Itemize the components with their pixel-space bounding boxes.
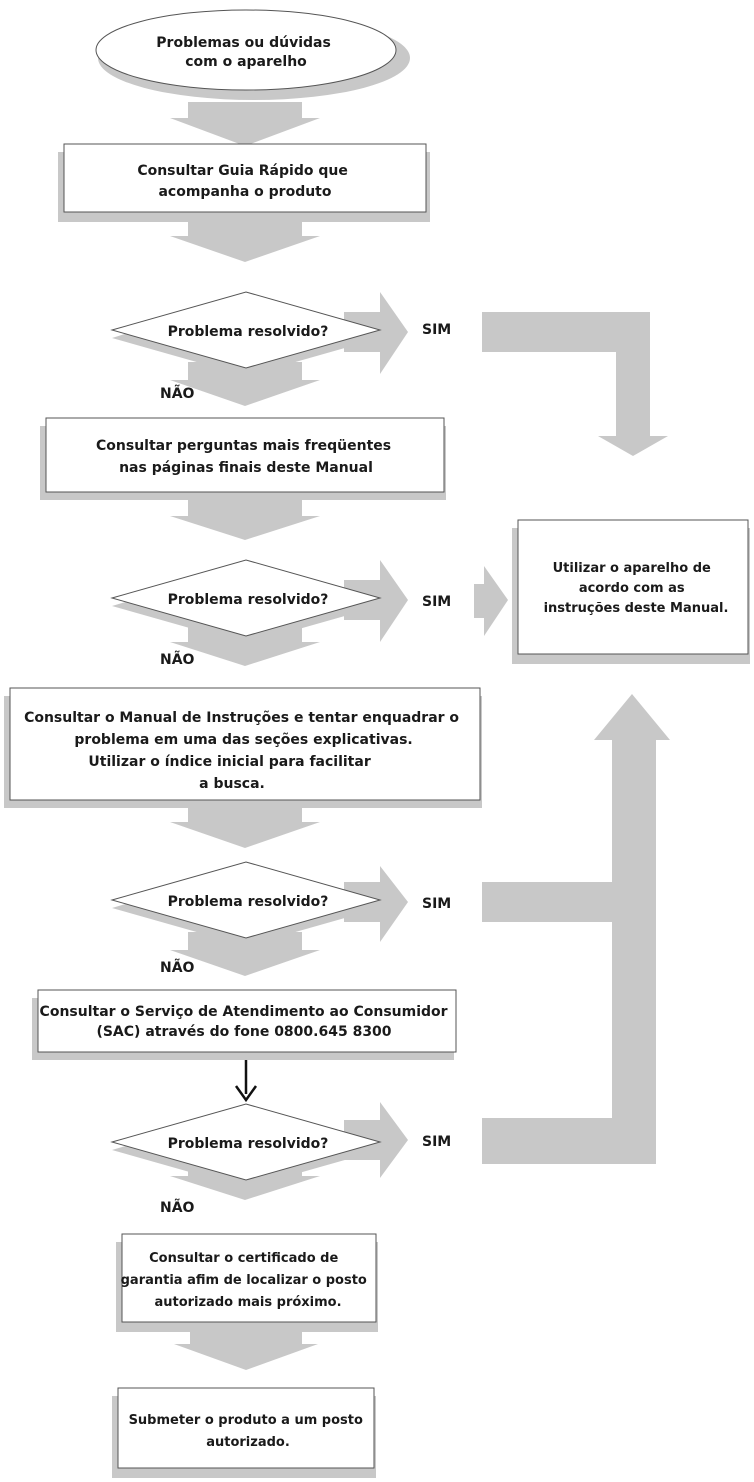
arrow-decision2-yes <box>344 560 408 642</box>
connector-yes34-to-use <box>482 694 670 1164</box>
arrow-decision1-to-faq <box>170 362 320 406</box>
faq-label: Consultar perguntas mais freqüentes nas … <box>96 438 396 476</box>
start-label: Problemas ou dúvidas com o aparelho <box>156 35 335 70</box>
faq-box <box>45 417 445 493</box>
decision-3-yes-label: SIM <box>422 896 451 912</box>
guide-label: Consultar Guia Rápido que acompanha o pr… <box>137 163 352 200</box>
connector-yes1-to-use <box>482 312 668 456</box>
use-device-line-1: Utilizar o aparelho de <box>553 561 711 576</box>
decision-4-no-label: NÃO <box>160 1199 195 1216</box>
guide-line-1: Consultar Guia Rápido que <box>137 163 348 179</box>
faq-line-1: Consultar perguntas mais freqüentes <box>96 438 391 454</box>
use-device-label: Utilizar o aparelho de acordo com as ins… <box>544 561 729 616</box>
start-line-1: Problemas ou dúvidas <box>156 35 331 51</box>
manual-line-4: a busca. <box>199 776 265 792</box>
use-device-line-2: acordo com as <box>579 581 685 596</box>
start-node: Problemas ou dúvidas com o aparelho <box>95 9 410 100</box>
service-label: Submeter o produto a um posto autorizado… <box>129 1413 368 1450</box>
certificate-node: Consultar o certificado de garantia afim… <box>116 1233 378 1332</box>
decision-2-no-label: NÃO <box>160 651 195 668</box>
decision-4: Problema resolvido? <box>110 1103 382 1188</box>
decision-1: Problema resolvido? <box>110 291 382 376</box>
guide-box <box>63 143 427 213</box>
decision-3: Problema resolvido? <box>110 861 382 946</box>
manual-line-1: Consultar o Manual de Instruções e tenta… <box>24 710 459 726</box>
faq-node: Consultar perguntas mais freqüentes nas … <box>40 417 446 500</box>
arrow-decision4-yes <box>344 1102 408 1178</box>
certificate-box <box>121 1233 377 1323</box>
decision-3-label: Problema resolvido? <box>168 894 329 910</box>
flow-arrows <box>170 102 670 1370</box>
decision-4-yes-label: SIM <box>422 1134 451 1150</box>
start-ellipse <box>95 9 397 91</box>
sac-node: Consultar o Serviço de Atendimento ao Co… <box>32 989 457 1060</box>
manual-line-2: problema em uma das seções explicativas. <box>74 732 412 748</box>
arrow-start-to-guide <box>170 102 320 146</box>
sac-label: Consultar o Serviço de Atendimento ao Co… <box>40 1004 453 1040</box>
sac-line-2: (SAC) através do fone 0800.645 8300 <box>96 1024 391 1040</box>
manual-line-3: Utilizar o índice inicial para facilitar <box>88 754 370 770</box>
connector-yes2-to-use <box>474 566 508 636</box>
certificate-line-1: Consultar o certificado de <box>149 1251 338 1266</box>
decision-1-label: Problema resolvido? <box>168 324 329 340</box>
arrow-certificate-to-service <box>174 1328 318 1370</box>
decision-2-diamond <box>110 559 382 637</box>
certificate-line-3: autorizado mais próximo. <box>154 1295 341 1310</box>
use-device-node: Utilizar o aparelho de acordo com as ins… <box>512 519 750 664</box>
guide-node: Consultar Guia Rápido que acompanha o pr… <box>58 143 430 222</box>
certificate-line-2: garantia afim de localizar o posto <box>121 1273 367 1288</box>
manual-box <box>9 687 481 801</box>
arrow-guide-to-decision1 <box>170 216 320 262</box>
service-box <box>117 1387 375 1469</box>
arrow-faq-to-decision2 <box>170 498 320 540</box>
decision-4-label: Problema resolvido? <box>168 1136 329 1152</box>
arrow-manual-to-decision3 <box>170 806 320 848</box>
decision-1-no-label: NÃO <box>160 385 195 402</box>
use-device-box <box>517 519 749 655</box>
arrow-decision1-yes <box>344 292 408 374</box>
arrow-decision3-yes <box>344 866 408 942</box>
start-line-2: com o aparelho <box>185 54 307 70</box>
decision-2-label: Problema resolvido? <box>168 592 329 608</box>
manual-node: Consultar o Manual de Instruções e tenta… <box>4 687 482 808</box>
use-device-line-3: instruções deste Manual. <box>544 601 729 616</box>
sac-to-decision4-arrow <box>234 1060 258 1103</box>
service-line-2: autorizado. <box>206 1435 290 1450</box>
guide-line-2: acompanha o produto <box>158 184 331 200</box>
service-node: Submeter o produto a um posto autorizado… <box>112 1387 376 1478</box>
decision-1-diamond <box>110 291 382 369</box>
service-line-1: Submeter o produto a um posto <box>129 1413 363 1428</box>
sac-box <box>37 989 457 1053</box>
decision-4-diamond <box>110 1103 382 1181</box>
arrow-decision3-to-sac <box>170 932 320 976</box>
decision-2: Problema resolvido? <box>110 559 382 644</box>
decision-1-yes-label: SIM <box>422 322 451 338</box>
decision-3-diamond <box>110 861 382 939</box>
arrow-decision2-to-manual <box>170 626 320 666</box>
faq-line-2: nas páginas finais deste Manual <box>119 460 373 476</box>
manual-label: Consultar o Manual de Instruções e tenta… <box>24 710 464 792</box>
decision-3-no-label: NÃO <box>160 959 195 976</box>
sac-arrow-head <box>234 1085 258 1103</box>
decision-2-yes-label: SIM <box>422 594 451 610</box>
certificate-label: Consultar o certificado de garantia afim… <box>121 1251 372 1310</box>
sac-line-1: Consultar o Serviço de Atendimento ao Co… <box>40 1004 448 1020</box>
